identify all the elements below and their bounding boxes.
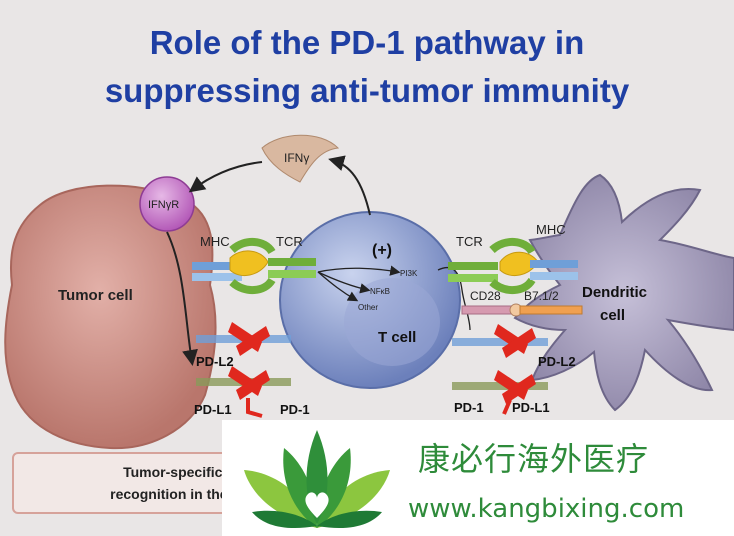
pi3k-label: PI3K	[400, 269, 418, 278]
activation-plus-label: (+)	[372, 242, 392, 259]
lotus-logo-icon	[244, 430, 390, 529]
tcr-right-label: TCR	[456, 234, 483, 249]
mhc-tcr-complex-left	[192, 238, 316, 294]
tcr-left-label: TCR	[276, 234, 303, 249]
pdl1-right-label: PD-L1	[512, 400, 550, 415]
cd28-b7-complex	[461, 303, 583, 317]
pd1-right-label: PD-1	[454, 400, 484, 415]
ifngr-icon	[139, 176, 195, 232]
slide-title-line-2: suppressing anti-tumor immunity	[104, 72, 630, 109]
pdl2-left-label: PD-L2	[196, 354, 234, 369]
cd28-label: CD28	[470, 289, 501, 303]
ifng-icon	[261, 134, 340, 183]
caption-line-2: recognition in the pe	[110, 486, 248, 502]
pdl2-right-label: PD-L2	[538, 354, 576, 369]
nfkb-label: NFκB	[370, 287, 390, 296]
tumor-cell-label: Tumor cell	[58, 287, 133, 304]
pdl1-left-label: PD-L1	[194, 402, 232, 417]
signaling-arrows	[317, 265, 401, 302]
watermark-url: www.kangbixing.com	[408, 494, 685, 524]
slide-title-line-1: Role of the PD-1 pathway in	[149, 24, 585, 61]
dendritic-cell	[513, 173, 734, 412]
mhc-right-label: MHC	[536, 222, 566, 237]
ifngr-label: IFNγR	[148, 199, 179, 211]
mhc-left-label: MHC	[200, 234, 230, 249]
b7-label: B7.1/2	[524, 289, 559, 303]
t-cell-label: T cell	[378, 329, 416, 346]
pd1-left-label: PD-1	[280, 402, 310, 417]
ifng-label: IFNγ	[284, 151, 309, 165]
tcr-mhc-complex-right	[448, 238, 578, 294]
dendritic-cell-label-line-1: Dendritic	[582, 284, 647, 301]
watermark: 康必行海外医疗 www.kangbixing.com	[222, 420, 734, 536]
t-cell-nucleus	[344, 278, 440, 366]
watermark-brand-name: 康必行海外医疗	[418, 440, 650, 478]
ifng-feedback-arrows	[166, 155, 371, 366]
dendritic-cell-label-line-2: cell	[600, 307, 625, 324]
pd1-pdl-complex-right	[452, 324, 548, 415]
pd1-pdl-complex-left	[196, 322, 291, 418]
other-label: Other	[358, 303, 378, 312]
caption-line-1: Tumor-specific T	[123, 464, 235, 480]
